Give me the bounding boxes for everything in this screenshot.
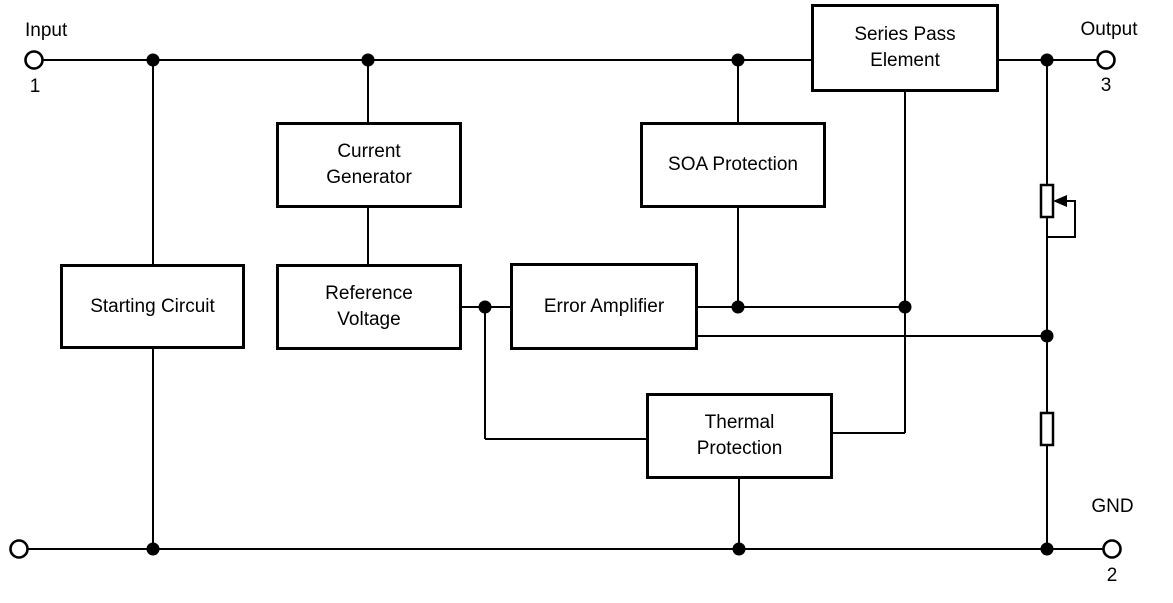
block-series-pass-element: Series Pass Element: [811, 4, 999, 92]
junction-dot: [146, 53, 160, 67]
output-pin-number: 3: [1100, 75, 1112, 96]
junction-dot: [731, 53, 745, 67]
junction-dot: [1040, 542, 1054, 556]
input-terminal-icon: [24, 50, 44, 70]
junction-dot: [731, 300, 745, 314]
resistor-icon: [1039, 411, 1055, 447]
output-terminal-icon: [1096, 50, 1116, 70]
gnd-terminal-label: GND: [1091, 496, 1134, 517]
block-error-amplifier: Error Amplifier: [510, 263, 698, 350]
gnd-terminal-icon: [1102, 539, 1122, 559]
junction-dot: [732, 542, 746, 556]
input-pin-number: 1: [29, 76, 41, 97]
junction-dot: [146, 542, 160, 556]
potentiometer-wiper-arrow: [1053, 195, 1067, 207]
junction-dots: [146, 53, 1054, 556]
junction-dot: [1040, 329, 1054, 343]
block-reference-voltage: Reference Voltage: [276, 264, 462, 350]
junction-dot: [478, 300, 492, 314]
block-thermal-protection: Thermal Protection: [646, 393, 833, 479]
block-soa-protection: SOA Protection: [640, 122, 826, 208]
potentiometer-wiper-wire: [1048, 200, 1076, 238]
junction-dot: [898, 300, 912, 314]
gnd-pin-number: 2: [1106, 565, 1118, 586]
output-terminal-label: Output: [1080, 19, 1138, 40]
potentiometer-icon: [1039, 183, 1076, 238]
block-starting-circuit: Starting Circuit: [60, 264, 245, 349]
block-current-generator: Current Generator: [276, 122, 462, 208]
junction-dot: [361, 53, 375, 67]
input-terminal-label: Input: [25, 20, 68, 41]
junction-dot: [1040, 53, 1054, 67]
potentiometer-body: [1039, 183, 1055, 219]
bottom-left-terminal-icon: [9, 539, 29, 559]
